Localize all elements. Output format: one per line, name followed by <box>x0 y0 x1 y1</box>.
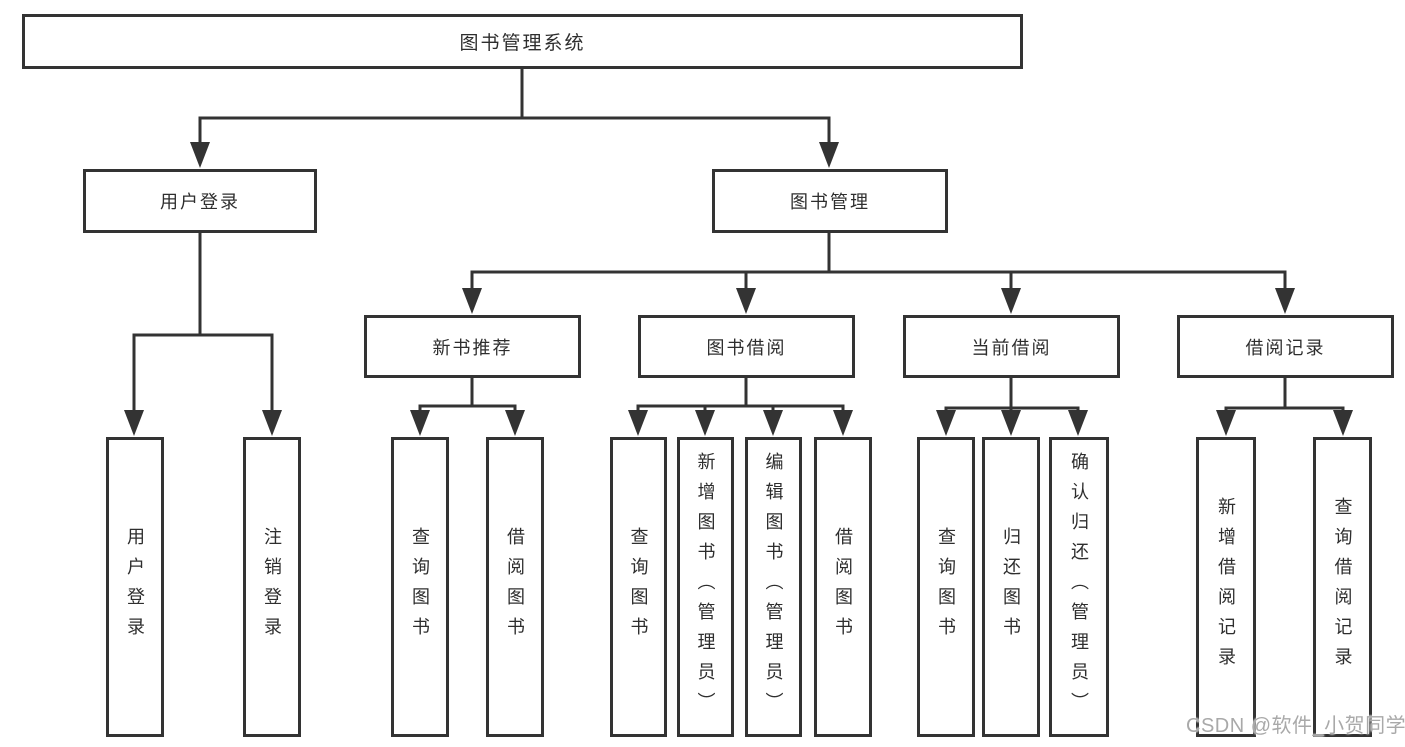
box-book-management: 图书管理 <box>712 169 948 233</box>
box-book-borrow: 图书借阅 <box>638 315 855 378</box>
box-edit-book-admin: 编辑图书（管理员） <box>745 437 802 737</box>
csdn-watermark: CSDN @软件_小贺同学 <box>1186 715 1405 737</box>
box-new-book-recommend: 新书推荐 <box>364 315 581 378</box>
box-query-borrow-record: 查询借阅记录 <box>1313 437 1372 737</box>
box-query-books-recommend: 查询图书 <box>391 437 449 737</box>
box-add-borrow-record: 新增借阅记录 <box>1196 437 1256 737</box>
box-query-books-current: 查询图书 <box>917 437 975 737</box>
box-add-book-admin: 新增图书（管理员） <box>677 437 734 737</box>
box-borrow-records: 借阅记录 <box>1177 315 1394 378</box>
box-user-login-leaf: 用户登录 <box>106 437 164 737</box>
box-confirm-return-admin: 确认归还（管理员） <box>1049 437 1109 737</box>
box-return-book: 归还图书 <box>982 437 1040 737</box>
box-library-management-system: 图书管理系统 <box>22 14 1023 69</box>
box-query-books-borrow: 查询图书 <box>610 437 667 737</box>
box-borrow-books-borrow: 借阅图书 <box>814 437 872 737</box>
box-logout: 注销登录 <box>243 437 301 737</box>
box-user-login: 用户登录 <box>83 169 317 233</box>
box-current-borrow: 当前借阅 <box>903 315 1120 378</box>
box-borrow-books-recommend: 借阅图书 <box>486 437 544 737</box>
